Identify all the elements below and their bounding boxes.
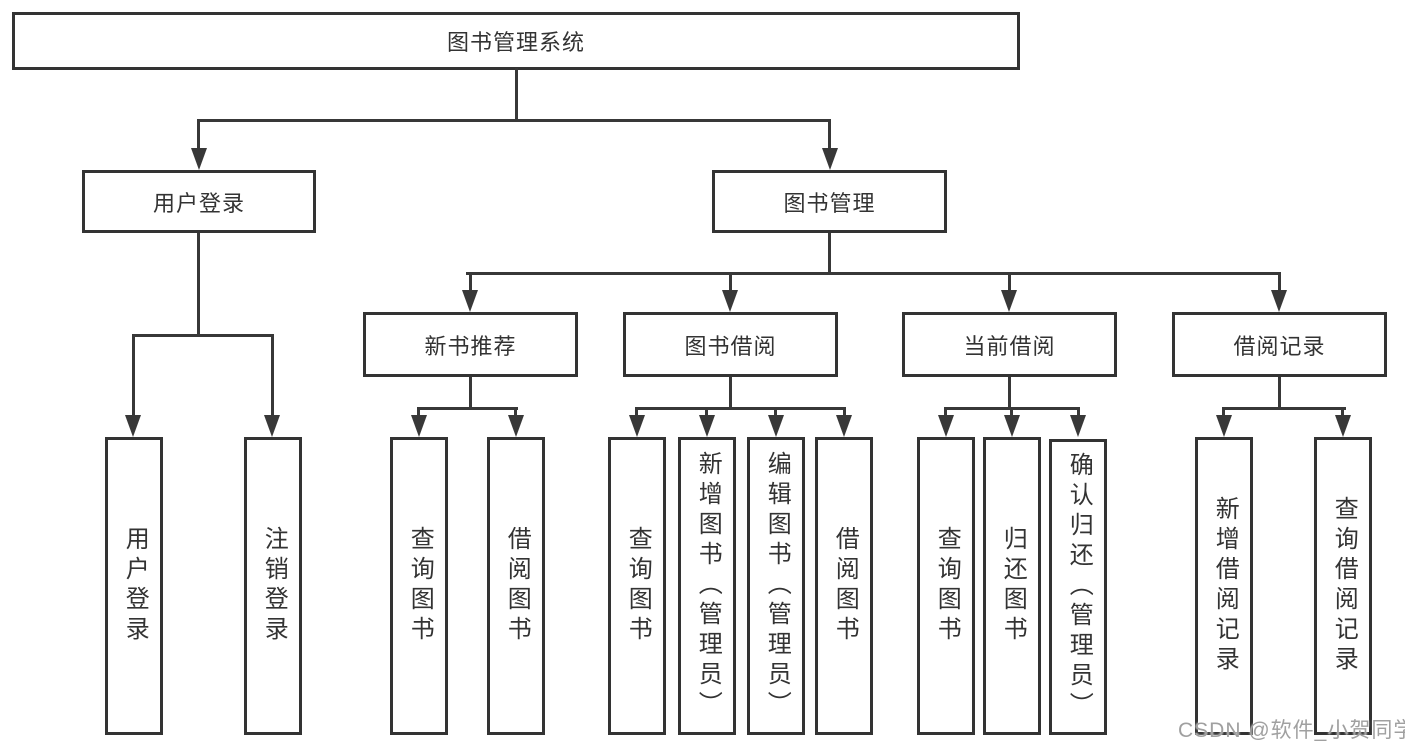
connector-line	[515, 68, 518, 119]
leaf-query-books-borrowing: 查询图书	[608, 437, 666, 735]
connector-line	[1278, 272, 1281, 292]
connector-line	[1341, 407, 1344, 419]
node-label: 编辑图书（管理员）	[763, 451, 791, 721]
connector-line	[514, 407, 517, 419]
node-label: 确认归还（管理员）	[1065, 452, 1093, 722]
node-label: 新增图书（管理员）	[694, 451, 722, 721]
leaf-query-books-recommend: 查询图书	[390, 437, 448, 735]
node-label: 新增借阅记录	[1211, 496, 1239, 676]
arrow-down-icon	[462, 290, 478, 312]
node-book-management: 图书管理	[712, 170, 947, 233]
connector-line	[417, 407, 420, 419]
connector-line	[197, 233, 200, 336]
connector-line	[271, 334, 274, 417]
arrow-down-icon	[264, 415, 280, 437]
arrow-down-icon	[1271, 290, 1287, 312]
connector-line	[1278, 377, 1281, 410]
connector-line	[1222, 407, 1346, 410]
leaf-add-book-admin: 新增图书（管理员）	[678, 437, 736, 735]
node-label: 查询借阅记录	[1330, 496, 1358, 676]
leaf-logout: 注销登录	[244, 437, 302, 735]
arrow-down-icon	[411, 415, 427, 437]
node-label: 图书管理	[783, 190, 876, 216]
leaf-add-borrow-record: 新增借阅记录	[1195, 437, 1253, 735]
connector-line	[132, 334, 274, 337]
node-label: 归还图书	[999, 526, 1027, 646]
node-label: 借阅图书	[831, 526, 859, 646]
connector-line	[1010, 407, 1013, 419]
arrow-down-icon	[629, 415, 645, 437]
leaf-user-login: 用户登录	[105, 437, 163, 735]
arrow-down-icon	[1070, 415, 1086, 437]
connector-line	[828, 119, 831, 150]
connector-line	[469, 272, 472, 292]
connector-line	[828, 233, 831, 275]
connector-line	[843, 407, 846, 419]
connector-line	[132, 334, 135, 417]
node-library-system: 图书管理系统	[12, 12, 1020, 70]
leaf-return-books: 归还图书	[983, 437, 1041, 735]
connector-line	[729, 377, 732, 410]
node-book-borrowing: 图书借阅	[623, 312, 838, 377]
connector-line	[469, 377, 472, 410]
connector-line	[417, 407, 518, 410]
connector-line	[197, 119, 831, 122]
arrow-down-icon	[125, 415, 141, 437]
leaf-query-books-current: 查询图书	[917, 437, 975, 735]
leaf-query-borrow-record: 查询借阅记录	[1314, 437, 1372, 735]
connector-line	[1222, 407, 1225, 419]
node-label: 借阅记录	[1233, 333, 1326, 359]
node-label: 用户登录	[121, 526, 149, 646]
connector-line	[635, 407, 638, 419]
connector-line	[1077, 407, 1080, 419]
connector-line	[1008, 272, 1011, 292]
arrow-down-icon	[836, 415, 852, 437]
arrow-down-icon	[822, 148, 838, 170]
arrow-down-icon	[1216, 415, 1232, 437]
arrow-down-icon	[1004, 415, 1020, 437]
arrow-down-icon	[1335, 415, 1351, 437]
node-user-login: 用户登录	[82, 170, 316, 233]
arrow-down-icon	[191, 148, 207, 170]
connector-line	[944, 407, 947, 419]
leaf-edit-book-admin: 编辑图书（管理员）	[747, 437, 805, 735]
node-label: 查询图书	[406, 526, 434, 646]
watermark: CSDN @软件_小贺同学	[1178, 719, 1405, 742]
connector-line	[705, 407, 708, 419]
node-label: 当前借阅	[963, 333, 1056, 359]
node-label: 用户登录	[152, 190, 245, 216]
node-label: 借阅图书	[503, 526, 531, 646]
arrow-down-icon	[508, 415, 524, 437]
node-new-book-recommend: 新书推荐	[363, 312, 578, 377]
node-label: 注销登录	[260, 526, 288, 646]
arrow-down-icon	[768, 415, 784, 437]
connector-line	[635, 407, 846, 410]
arrow-down-icon	[722, 290, 738, 312]
node-borrowing-records: 借阅记录	[1172, 312, 1387, 377]
node-label: 图书借阅	[684, 333, 777, 359]
arrow-down-icon	[938, 415, 954, 437]
connector-line	[197, 119, 200, 150]
node-label: 查询图书	[624, 526, 652, 646]
node-current-borrowing: 当前借阅	[902, 312, 1117, 377]
node-label: 查询图书	[933, 526, 961, 646]
connector-line	[729, 272, 732, 292]
arrow-down-icon	[699, 415, 715, 437]
connector-line	[774, 407, 777, 419]
connector-line	[466, 272, 1281, 275]
node-label: 图书管理系统	[446, 30, 585, 55]
leaf-borrow-books-borrowing: 借阅图书	[815, 437, 873, 735]
leaf-borrow-books-recommend: 借阅图书	[487, 437, 545, 735]
arrow-down-icon	[1001, 290, 1017, 312]
leaf-confirm-return-admin: 确认归还（管理员）	[1049, 439, 1107, 735]
node-label: 新书推荐	[424, 333, 517, 359]
connector-line	[1008, 377, 1011, 410]
